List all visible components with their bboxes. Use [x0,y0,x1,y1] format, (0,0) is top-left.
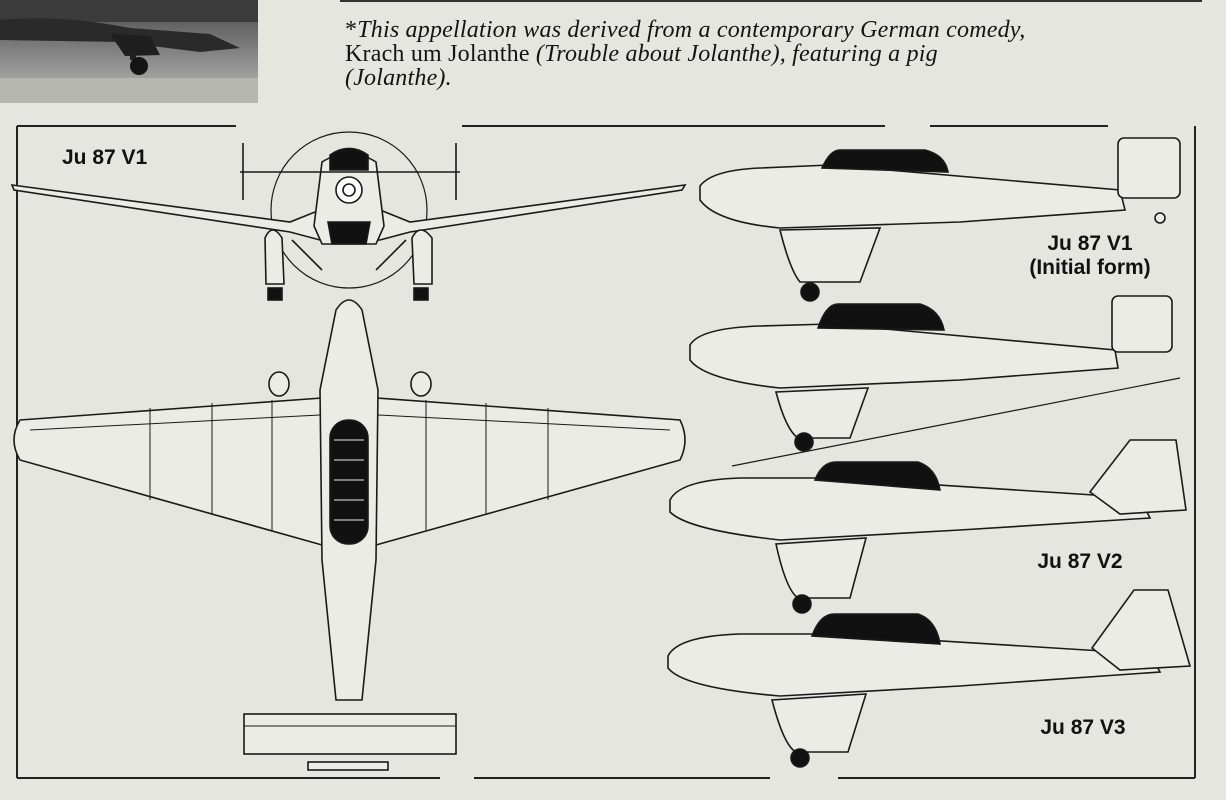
footnote-translation: (Trouble about Jolanthe), featuring a pi… [535,41,938,67]
side-view-v2 [669,439,1187,614]
label-ju87-v2: Ju 87 V2 [1037,550,1123,573]
aircraft-photo [0,0,258,103]
footnote-line1: This appellation was derived from a cont… [357,17,1026,43]
photo-detail [0,0,258,103]
side-view-v1-initial [699,137,1181,302]
footnote: *This appellation was derived from a con… [345,18,1205,90]
footnote-asterisk: * [345,17,358,43]
label-ju87-v1-initial: Ju 87 V1 (Initial form) [990,232,1190,280]
footnote-line3: (Jolanthe). [345,65,452,91]
plan-view [13,299,686,771]
canopy-frames [334,439,364,521]
label-ju87-v1-initial-line2: (Initial form) [1029,256,1151,279]
front-view [10,131,687,301]
label-ju87-v3: Ju 87 V3 [1040,716,1126,739]
side-view-v1-alt [689,295,1181,467]
label-ju87-v1-top: Ju 87 V1 [62,146,148,169]
footnote-rule [340,0,1202,2]
side-view-v3 [667,589,1192,768]
label-ju87-v1-initial-line1: Ju 87 V1 [1047,232,1133,255]
footnote-title: Krach um Jolanthe [345,41,530,67]
